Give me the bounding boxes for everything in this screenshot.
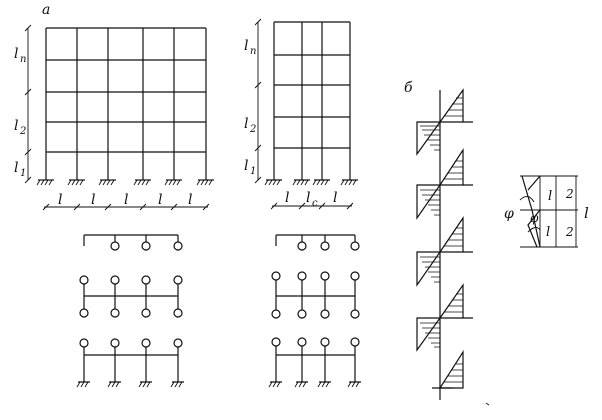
scheme-left-top <box>83 234 183 251</box>
scheme-right-middle <box>271 271 360 319</box>
dim-ln: l <box>14 46 18 62</box>
span-label-2: l <box>91 192 95 208</box>
dim-l1-right: l <box>244 158 248 174</box>
fixed-supports <box>36 179 214 186</box>
detail-deformation: φ φ l l 2 2 l <box>504 175 589 248</box>
dim-ln-sub-right: n <box>250 46 256 57</box>
dim-l2-sub-right: 2 <box>249 124 256 135</box>
panel-a-label: а <box>42 2 50 18</box>
dim-ln-right: l <box>244 38 248 54</box>
scheme-left-middle <box>79 275 183 318</box>
span-dimensions-right: l l c l <box>270 190 354 210</box>
dim-l1-sub: 1 <box>20 168 26 179</box>
span-label-4: l <box>158 192 162 208</box>
dim-l2-right: l <box>244 116 248 132</box>
detail-total-l: l <box>584 204 589 222</box>
span-label-5: l <box>188 192 192 208</box>
scheme-right-bottom <box>268 337 361 388</box>
detail-l-upper: l <box>548 189 552 204</box>
detail-phi-a: φ <box>504 206 514 222</box>
stray-mark <box>485 402 490 406</box>
dim-l2-sub: 2 <box>19 126 26 137</box>
fixed-supports-right <box>264 179 358 186</box>
detail-half-upper: 2 <box>565 187 574 201</box>
span-label-rc-sub: c <box>312 198 318 209</box>
panel-b-label: б <box>404 80 413 96</box>
span-dimensions-left: l l l l l <box>42 192 210 211</box>
detail-l-lower: l <box>546 225 550 240</box>
span-label-3: l <box>124 192 128 208</box>
moment-diagram <box>416 88 473 400</box>
span-label-1: l <box>58 192 62 208</box>
dim-l1-sub-right: 1 <box>250 166 256 177</box>
span-label-rc: l <box>306 190 310 206</box>
dim-ln-sub: n <box>20 54 26 65</box>
detail-phi-b: φ <box>530 211 539 225</box>
span-label-r1: l <box>285 190 289 206</box>
height-dimensions-right: l n l 2 l 1 <box>244 18 262 184</box>
dim-l1: l <box>14 160 18 176</box>
dim-l2: l <box>14 118 18 134</box>
height-dimensions-left: l n l 2 l 1 <box>14 24 32 184</box>
detail-half-lower: 2 <box>565 225 574 239</box>
frame-right <box>264 21 358 186</box>
scheme-right-top <box>275 234 360 251</box>
span-label-r3: l <box>333 190 337 206</box>
frame-left <box>36 27 214 186</box>
scheme-left-bottom <box>76 338 184 388</box>
